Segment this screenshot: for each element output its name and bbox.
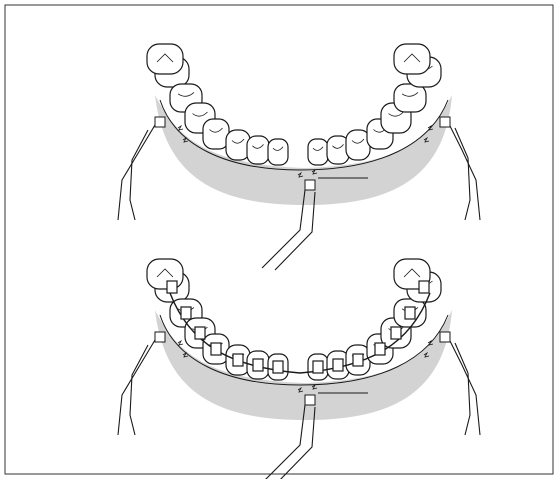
probe-instrument	[455, 128, 470, 220]
incisor-tooth	[247, 136, 269, 164]
bracket	[181, 307, 191, 319]
back-molar-tooth	[147, 259, 183, 289]
incisor-tooth	[268, 139, 288, 165]
bracket	[313, 361, 323, 373]
incisor-tooth	[308, 139, 328, 165]
back-molar-tooth	[147, 44, 183, 74]
bracket	[273, 361, 283, 373]
probe-tip	[440, 332, 450, 342]
probe-tip	[440, 117, 450, 127]
molar-tooth	[394, 84, 426, 112]
bracket	[233, 354, 243, 366]
premolar-tooth	[203, 119, 229, 149]
bracket	[405, 307, 415, 319]
probe-tip	[305, 180, 315, 190]
probe-instrument	[130, 130, 148, 220]
bracket	[253, 359, 263, 371]
bracket	[195, 327, 205, 339]
upper-panel-teeth-without-braces	[118, 44, 480, 270]
probe-instrument	[455, 343, 470, 435]
probe-instrument	[130, 345, 148, 435]
bracket	[391, 327, 401, 339]
back-molar-tooth	[394, 44, 430, 74]
probe-instrument	[447, 335, 480, 435]
probe-tip	[305, 395, 315, 405]
probe-tip	[155, 332, 165, 342]
probe-instrument	[118, 335, 158, 435]
probe-instrument	[447, 120, 480, 220]
lower-panel-teeth-with-braces	[118, 259, 480, 479]
bracket	[211, 343, 221, 355]
bracket	[333, 359, 343, 371]
bracket	[375, 343, 385, 355]
bracket	[167, 281, 177, 293]
bracket	[419, 281, 429, 293]
probe-instrument	[118, 120, 158, 220]
probe-tip	[155, 117, 165, 127]
bracket	[353, 354, 363, 366]
